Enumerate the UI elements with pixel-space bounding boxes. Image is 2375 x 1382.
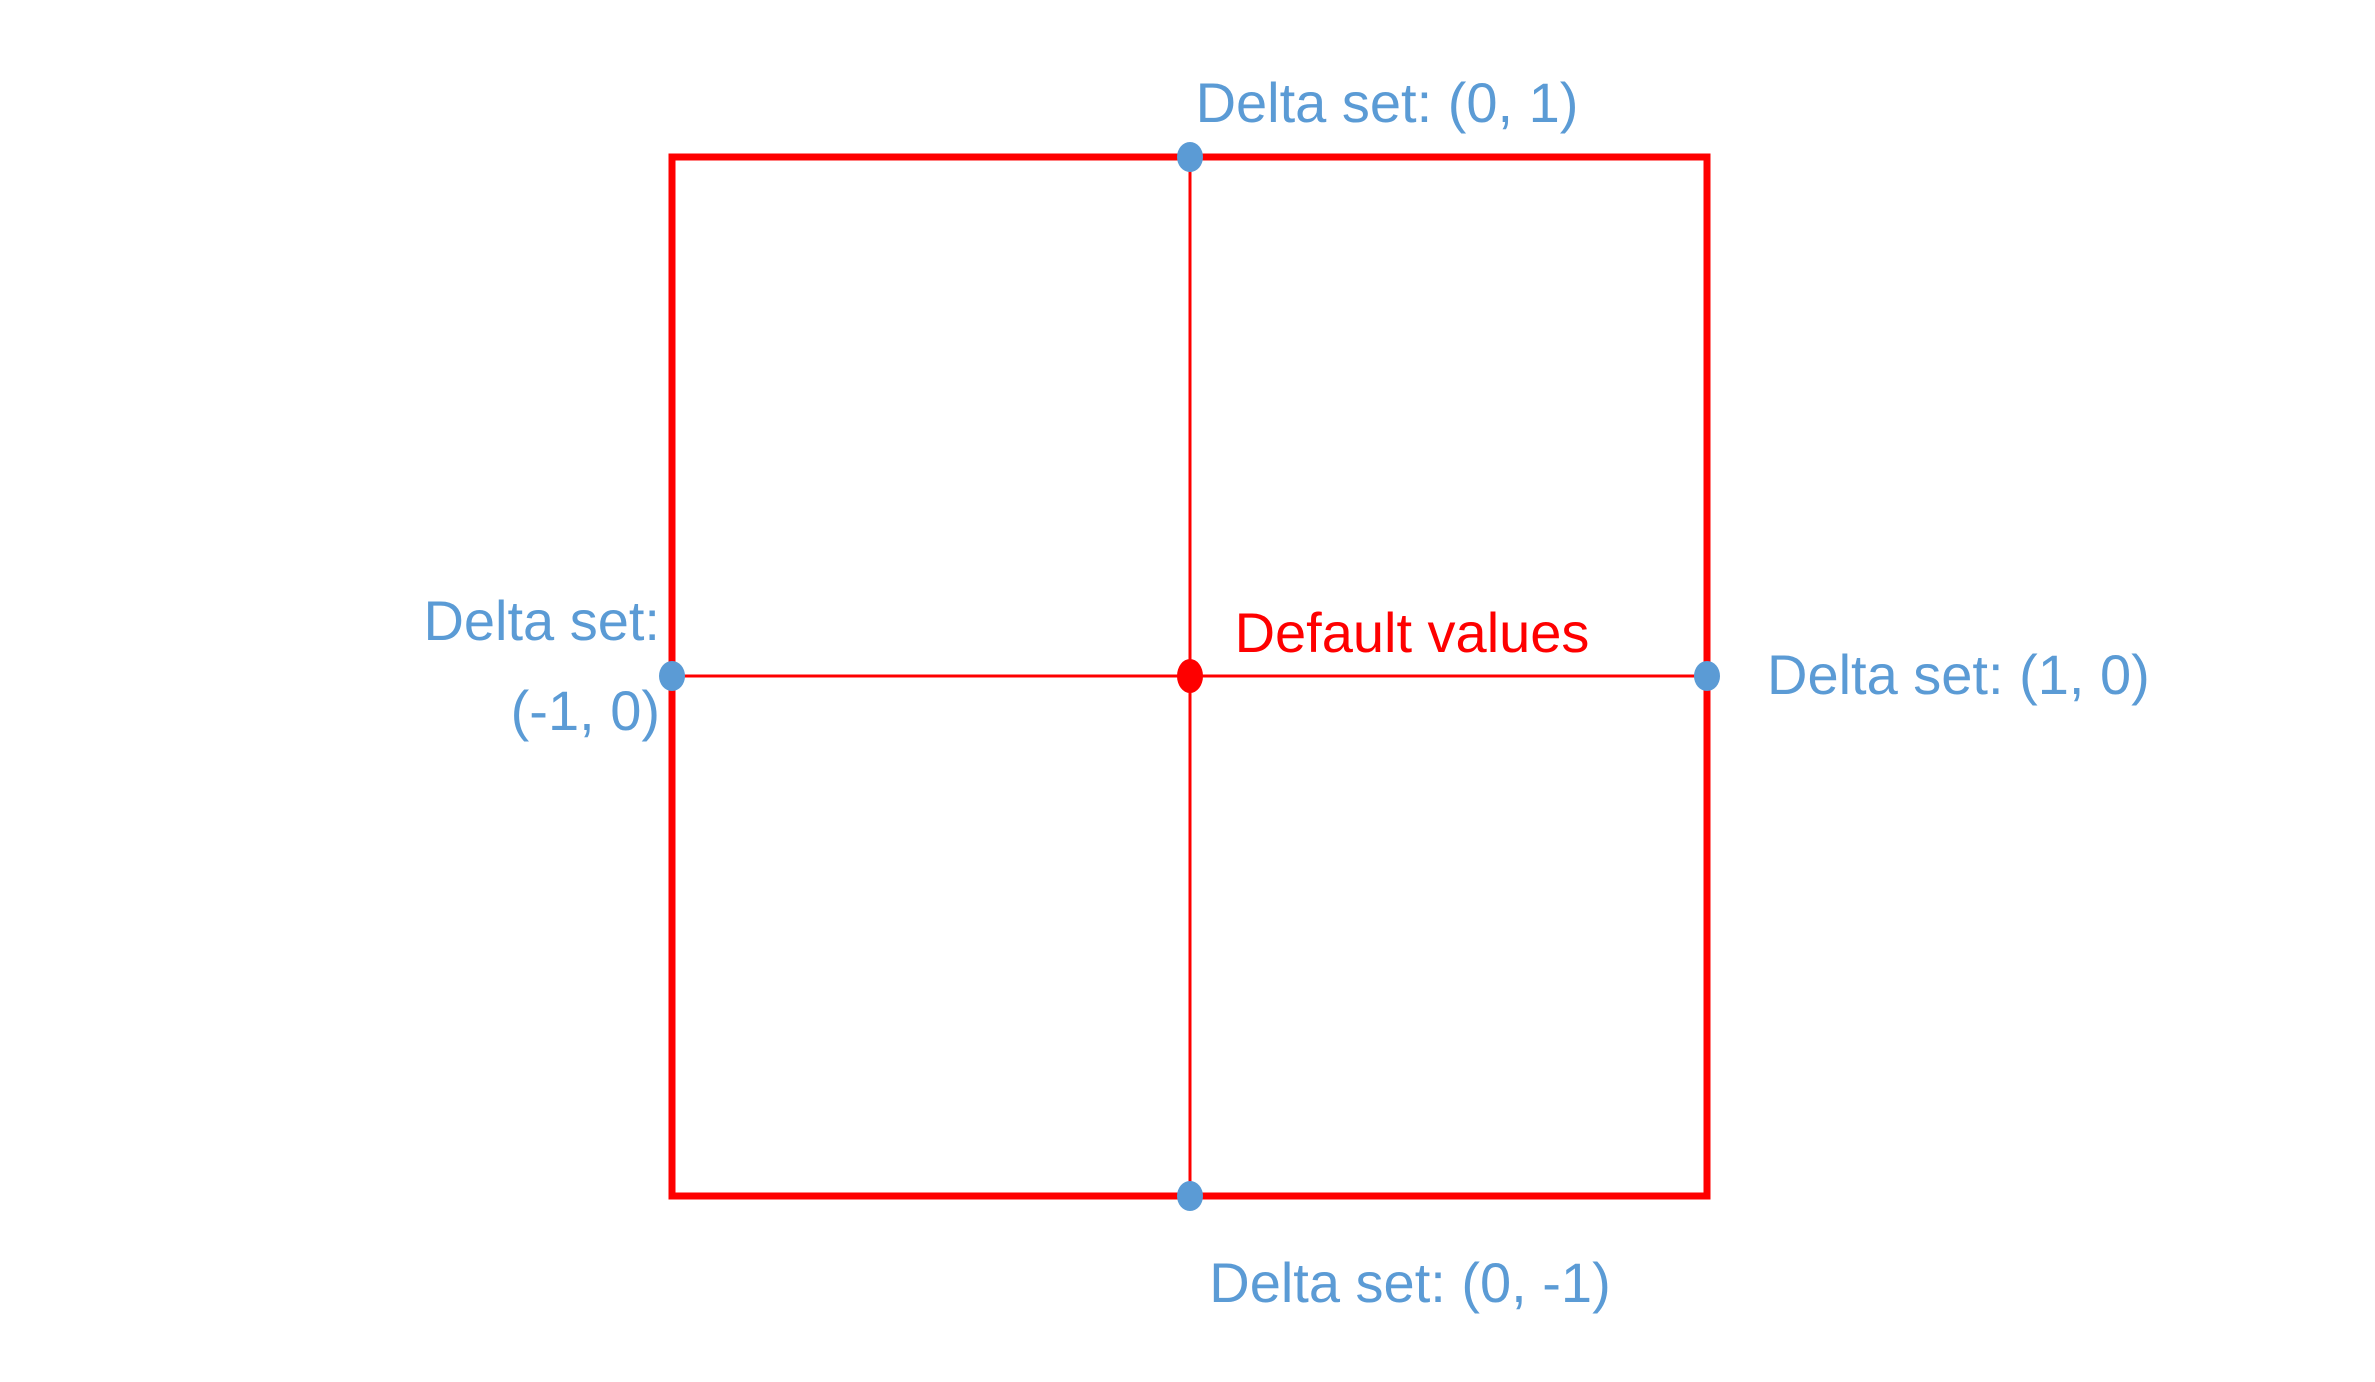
bottom-delta-point [1177,1181,1203,1211]
bottom-delta-label: Delta set: (0, -1) [1209,1251,1610,1314]
left-delta-label-line1: Delta set: [423,589,660,652]
left-delta-point [659,661,685,691]
center-default-point [1177,659,1203,693]
top-delta-label: Delta set: (0, 1) [1196,71,1579,134]
left-delta-label-line2: (-1, 0) [511,679,660,742]
right-delta-label: Delta set: (1, 0) [1767,643,2150,706]
right-delta-point [1694,661,1720,691]
center-default-label: Default values [1235,601,1590,664]
top-delta-point [1177,142,1203,172]
